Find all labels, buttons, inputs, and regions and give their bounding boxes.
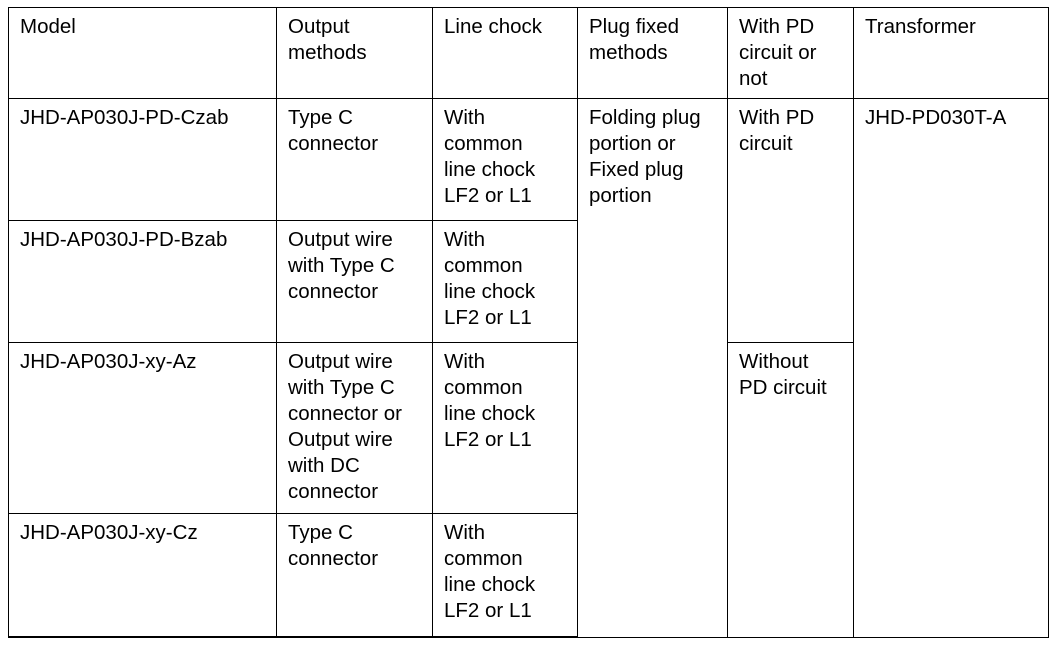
column-header-plug-fixed-methods-label: Plug fixed methods xyxy=(589,15,680,64)
column-header-model: Model xyxy=(8,7,277,99)
cell-output-methods: Output wire with Type C connector xyxy=(276,220,433,343)
column-header-model-label: Model xyxy=(20,15,76,38)
cell-pd-circuit-value: With PD circuit xyxy=(739,106,815,155)
product-specification-table: Model Output methods Line chock Plug fix… xyxy=(8,7,1049,638)
cell-model: JHD-AP030J-PD-Bzab xyxy=(8,220,277,343)
column-header-pd-circuit: With PD circuit or not xyxy=(727,7,854,99)
table-header-row: Model Output methods Line chock Plug fix… xyxy=(8,7,1049,99)
column-header-output-methods: Output methods xyxy=(276,7,433,99)
cell-model-value: JHD-AP030J-xy-Cz xyxy=(20,521,198,544)
cell-output-methods-value: Output wire with Type C connector or Out… xyxy=(288,350,402,503)
cell-line-chock-value: With common line chock LF2 or L1 xyxy=(444,521,536,622)
cell-line-chock: With common line chock LF2 or L1 xyxy=(432,98,578,221)
cell-model-value: JHD-AP030J-PD-Czab xyxy=(20,106,229,129)
table-row: JHD-AP030J-PD-Bzab Output wire with Type… xyxy=(8,220,1049,343)
table-row: JHD-AP030J-xy-Az Output wire with Type C… xyxy=(8,342,1049,638)
cell-output-methods: Output wire with Type C connector or Out… xyxy=(276,342,433,514)
column-header-line-chock-label: Line chock xyxy=(444,15,543,38)
column-header-line-chock: Line chock xyxy=(432,7,578,99)
cell-plug-fixed-methods: Folding plug portion or Fixed plug porti… xyxy=(577,98,728,638)
column-header-pd-circuit-label: With PD circuit or not xyxy=(739,15,817,90)
cell-line-chock: With common line chock LF2 or L1 xyxy=(432,513,578,638)
column-header-transformer: Transformer xyxy=(853,7,1049,99)
column-header-transformer-label: Transformer xyxy=(865,15,976,38)
cell-model-value: JHD-AP030J-PD-Bzab xyxy=(20,228,228,251)
table-row: JHD-AP030J-PD-Czab Type C connector With… xyxy=(8,98,1049,638)
cell-model-value: JHD-AP030J-xy-Az xyxy=(20,350,197,373)
cell-output-methods-value: Output wire with Type C connector xyxy=(288,228,395,303)
cell-pd-circuit: Without PD circuit xyxy=(727,342,854,638)
cell-pd-circuit-value: Without PD circuit xyxy=(739,350,827,399)
cell-line-chock: With common line chock LF2 or L1 xyxy=(432,220,578,343)
column-header-plug-fixed-methods: Plug fixed methods xyxy=(577,7,728,99)
cell-model: JHD-AP030J-xy-Az xyxy=(8,342,277,514)
cell-line-chock: With common line chock LF2 or L1 xyxy=(432,342,578,514)
column-header-output-methods-label: Output methods xyxy=(288,15,367,64)
cell-model: JHD-AP030J-xy-Cz xyxy=(8,513,277,638)
cell-line-chock-value: With common line chock LF2 or L1 xyxy=(444,228,536,329)
cell-transformer-value: JHD-PD030T-A xyxy=(865,106,1007,129)
cell-output-methods: Type C connector xyxy=(276,513,433,638)
cell-output-methods: Type C connector xyxy=(276,98,433,221)
table-row: JHD-AP030J-xy-Cz Type C connector With c… xyxy=(8,513,1049,638)
cell-output-methods-value: Type C connector xyxy=(288,106,379,155)
cell-line-chock-value: With common line chock LF2 or L1 xyxy=(444,350,536,451)
cell-output-methods-value: Type C connector xyxy=(288,521,379,570)
cell-plug-fixed-methods-value: Folding plug portion or Fixed plug porti… xyxy=(589,106,701,207)
cell-line-chock-value: With common line chock LF2 or L1 xyxy=(444,106,536,207)
cell-model: JHD-AP030J-PD-Czab xyxy=(8,98,277,221)
cell-pd-circuit: With PD circuit xyxy=(727,98,854,343)
cell-transformer: JHD-PD030T-A xyxy=(853,98,1049,638)
